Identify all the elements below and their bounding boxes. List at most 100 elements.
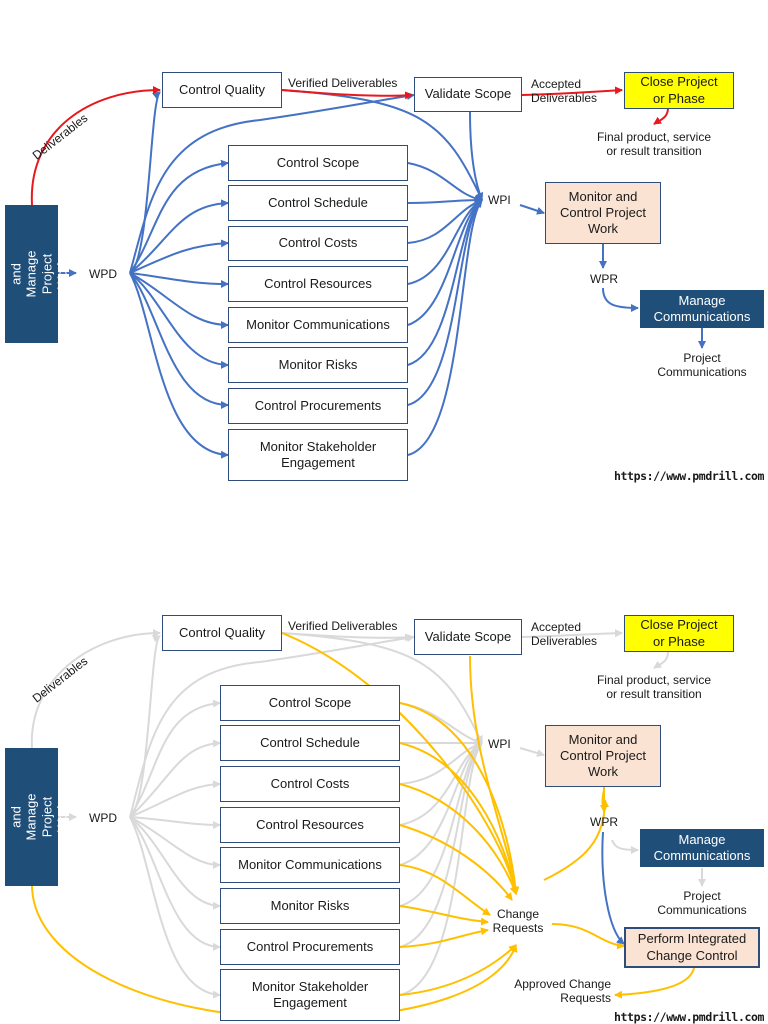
d2-process-monitor-risks: Monitor Risks [220,888,400,924]
d2-process-label: Control Costs [270,775,350,791]
d1-mc-line-2: Control Project [560,204,646,220]
d2-final-line-1: Final product, service [596,673,712,687]
d2-control-quality-box: Control Quality [162,615,282,651]
d2-mc-line-3: Work [587,764,619,780]
d2-pcomm-line-1: Project [683,889,721,903]
d1-process-label: Monitor Communications [246,316,390,332]
d1-mc-line-3: Work [587,221,619,237]
d2-verified-deliverables-label: Verified Deliverables [288,619,398,633]
d1-control-quality-label: Control Quality [179,81,265,97]
d2-process-control-resources: Control Resources [220,807,400,843]
d2-wpd-label: WPD [89,811,117,825]
d1-direct-manage-box: Direct and Manage Project Work [0,205,70,343]
d2-mc-line-1: Monitor and [568,731,638,747]
d2-picc-line-2: Change Control [646,947,738,963]
d1-mc-line-1: Monitor and [568,188,638,204]
d2-mc-line-2: Control Project [560,747,646,763]
d1-process-control-scope: Control Scope [228,145,408,181]
d1-process-label: Control Scope [276,154,360,170]
d1-accepted-line-1: Accepted [531,77,582,91]
d1-process-label: Control Procurements [254,397,382,413]
d1-accepted-line-2: Deliverables [531,91,598,106]
d2-process-label: Control Resources [256,816,364,832]
d2-wpr-label: WPR [590,815,618,829]
d2-pcomm-line-2: Communications [657,903,747,918]
d2-mcomm-line-1: Manage [678,831,726,847]
d1-pcomm-line-1: Project [683,351,721,365]
d1-wpi-label: WPI [488,193,511,207]
d2-cr-line-2: Requests [492,921,544,936]
d2-close-line-1: Close Project [640,617,718,633]
d2-process-control-schedule: Control Schedule [220,725,400,761]
d1-control-quality-box: Control Quality [162,72,282,108]
d1-wpd-label: WPD [89,267,117,281]
d1-process-control-resources: Control Resources [228,266,408,302]
d2-process-label: Monitor Risks [270,897,350,913]
d2-accepted-line-1: Accepted [531,620,582,634]
d2-acr-line-1: Approved Change [514,977,611,991]
d2-process-label: Control Schedule [260,734,360,750]
d1-process-label: Control Costs [278,235,358,251]
d1-process-label: Monitor Risks [278,356,358,372]
d2-validate-scope-box: Validate Scope [414,619,522,655]
d2-process-label: Monitor Communications [238,856,382,872]
d2-validate-scope-label: Validate Scope [424,628,512,644]
d1-final-line-2: or result transition [606,144,702,159]
d2-picc-line-1: Perform Integrated [637,931,747,947]
d1-verified-deliverables-label: Verified Deliverables [288,76,398,90]
d2-final-line-2: or result transition [606,687,702,702]
d1-stk-line-1: Monitor Stakeholder [259,438,377,454]
d1-process-control-procurements: Control Procurements [228,388,408,424]
d1-process-label: Control Schedule [268,194,368,210]
d1-final-line-1: Final product, service [596,130,712,144]
d2-stk-line-2: Engagement [273,995,347,1010]
d1-process-control-costs: Control Costs [228,226,408,261]
d2-stk-line-1: Monitor Stakeholder [251,978,369,994]
d1-process-label: Control Resources [264,275,372,291]
d2-acr-line-2: Requests [560,991,611,1006]
d2-direct-manage-box: Direct and Manage Project Work [0,748,70,886]
d2-accepted-line-2: Deliverables [531,634,598,649]
d2-process-monitor-communications: Monitor Communications [220,847,400,883]
d1-process-monitor-risks: Monitor Risks [228,347,408,383]
diagram-1-arrows [30,86,706,459]
d1-url-label: https://www.pmdrill.com [614,469,765,483]
d2-control-quality-label: Control Quality [179,624,265,640]
d2-process-label: Control Procurements [246,938,374,954]
d2-direct-manage-label: Direct and Manage Project Work [0,793,70,841]
d2-wpi-label: WPI [488,737,511,751]
d2-url-label: https://www.pmdrill.com [614,1010,765,1024]
d2-process-control-procurements: Control Procurements [220,929,400,965]
d2-process-label: Control Scope [268,694,352,710]
d1-validate-scope-label: Validate Scope [424,86,512,102]
d2-mcomm-line-2: Communications [653,848,751,863]
d2-close-line-2: or Phase [652,633,706,649]
d1-stk-line-2: Engagement [281,455,355,470]
